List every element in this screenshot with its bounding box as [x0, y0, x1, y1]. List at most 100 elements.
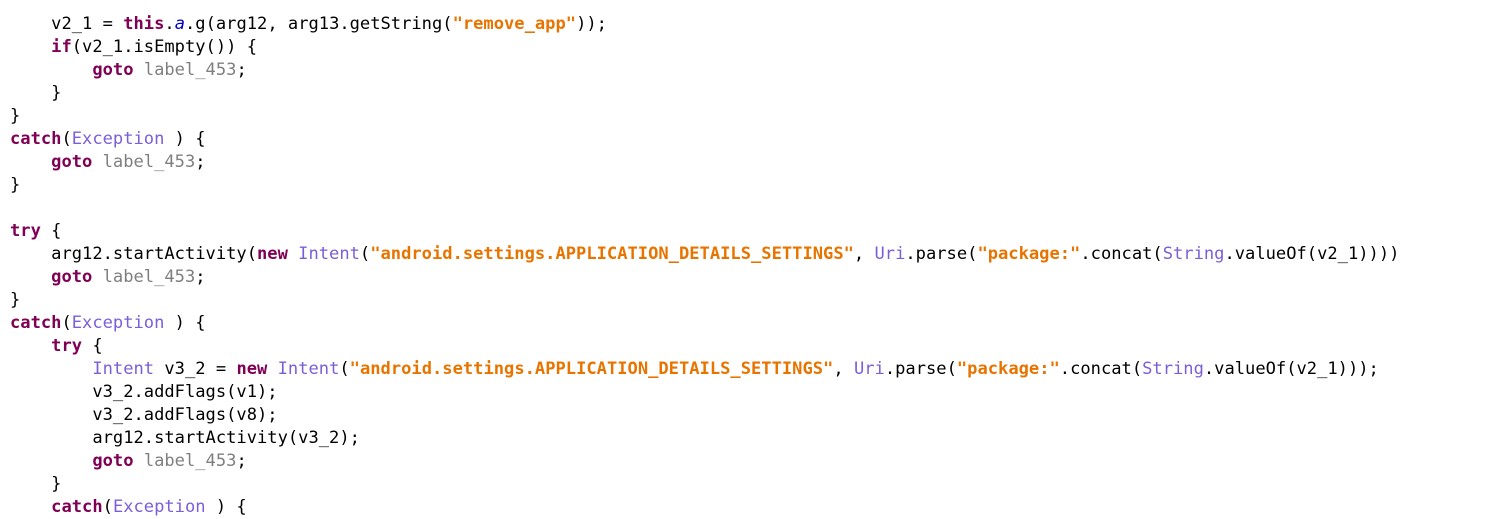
code-token: [267, 359, 277, 379]
code-indent: [10, 14, 51, 34]
code-line: Intent v3_2 = new Intent("android.settin…: [10, 358, 1399, 381]
code-token: .valueOf(v2_1)))): [1224, 244, 1400, 264]
code-token: .concat(: [1080, 244, 1163, 264]
keyword-token: if: [51, 37, 72, 57]
code-token: v3_2 =: [154, 359, 237, 379]
goto-label-token: label_453: [102, 152, 196, 172]
code-line: v3_2.addFlags(v8);: [10, 404, 1399, 427]
code-token: ,: [833, 359, 854, 379]
string-literal-token: "package:": [977, 244, 1081, 264]
code-line: catch(Exception ) {: [10, 312, 1399, 335]
code-indent: [10, 60, 92, 80]
keyword-token: goto: [92, 451, 134, 471]
code-indent: [10, 152, 51, 172]
code-token: ;: [236, 60, 247, 80]
code-indent: [10, 83, 51, 103]
code-indent: [10, 405, 92, 425]
code-line: }: [10, 174, 1399, 197]
goto-label-token: label_453: [102, 267, 196, 287]
code-indent: [10, 474, 51, 494]
type-name-token: Intent: [92, 359, 155, 379]
code-indent: [10, 244, 51, 264]
code-token: (v2_1.isEmpty()) {: [71, 37, 258, 57]
keyword-token: catch: [51, 497, 103, 517]
code-indent: [10, 37, 51, 57]
type-name-token: Uri: [874, 244, 906, 264]
type-name-token: Exception: [71, 129, 165, 149]
type-name-token: String: [1162, 244, 1225, 264]
code-token: (: [359, 244, 371, 264]
keyword-token: catch: [10, 129, 62, 149]
code-line: [10, 197, 1399, 220]
code-token: ;: [195, 152, 206, 172]
code-token: .parse(: [884, 359, 957, 379]
code-token: }: [51, 83, 62, 103]
code-indent: [10, 382, 92, 402]
code-token: v2_1 =: [51, 14, 124, 34]
code-line: try {: [10, 335, 1399, 358]
code-line: goto label_453;: [10, 59, 1399, 82]
code-token: (: [339, 359, 350, 379]
code-line: arg12.startActivity(v3_2);: [10, 427, 1399, 450]
code-token: ));: [576, 14, 607, 34]
code-line: catch(Exception ) {: [10, 128, 1399, 151]
code-token: .valueOf(v2_1)));: [1203, 359, 1379, 379]
code-line: goto label_453;: [10, 151, 1399, 174]
code-token: ,: [853, 244, 875, 264]
type-name-token: Uri: [853, 359, 885, 379]
keyword-token: try: [51, 336, 83, 356]
keyword-token: goto: [51, 152, 93, 172]
code-view[interactable]: v2_1 = this.a.g(arg12, arg13.getString("…: [10, 13, 1399, 519]
code-line: }: [10, 473, 1399, 496]
goto-label-token: label_453: [143, 451, 237, 471]
code-token: arg12.startActivity(v3_2);: [92, 428, 360, 448]
code-token: ;: [236, 451, 247, 471]
string-literal-token: "android.settings.APPLICATION_DETAILS_SE…: [349, 359, 834, 379]
code-line: arg12.startActivity(new Intent("android.…: [10, 243, 1399, 266]
code-line: if(v2_1.isEmpty()) {: [10, 36, 1399, 59]
goto-label-token: label_453: [143, 60, 237, 80]
code-line: goto label_453;: [10, 266, 1399, 289]
code-line: catch(Exception ) {: [10, 496, 1399, 519]
code-token: v3_2.addFlags(v1);: [92, 382, 278, 402]
field-token: a: [174, 14, 185, 34]
code-line: }: [10, 105, 1399, 128]
keyword-token: new: [257, 244, 288, 264]
code-line: }: [10, 289, 1399, 312]
type-name-token: Exception: [71, 313, 165, 333]
code-token: ) {: [164, 129, 206, 149]
code-line: }: [10, 82, 1399, 105]
string-literal-token: "remove_app": [452, 14, 577, 34]
code-indent: [10, 336, 51, 356]
code-token: ) {: [164, 313, 206, 333]
code-token: .: [164, 14, 175, 34]
keyword-token: goto: [51, 267, 93, 287]
code-token: ;: [195, 267, 206, 287]
code-indent: [10, 267, 51, 287]
code-token: [92, 152, 102, 172]
code-token: (: [102, 497, 113, 517]
code-token: }: [10, 290, 21, 310]
code-token: .g(arg12, arg13.getString(: [184, 14, 453, 34]
code-token: .concat(: [1059, 359, 1143, 379]
code-token: }: [10, 106, 21, 126]
type-name-token: Intent: [298, 244, 360, 264]
code-token: {: [40, 221, 62, 241]
code-token: {: [82, 336, 103, 356]
code-token: [134, 451, 144, 471]
code-token: (: [61, 313, 72, 333]
type-name-token: Exception: [112, 497, 206, 517]
type-name-token: Intent: [277, 359, 340, 379]
string-literal-token: "package:": [956, 359, 1060, 379]
type-name-token: String: [1142, 359, 1204, 379]
code-token: [92, 267, 102, 287]
string-literal-token: "android.settings.APPLICATION_DETAILS_SE…: [370, 244, 854, 264]
code-line: v3_2.addFlags(v1);: [10, 381, 1399, 404]
keyword-token: try: [10, 221, 41, 241]
keyword-token: this: [123, 14, 165, 34]
code-token: [134, 60, 144, 80]
code-indent: [10, 497, 51, 517]
code-token: }: [51, 474, 62, 494]
code-token: ) {: [205, 497, 247, 517]
keyword-token: catch: [10, 313, 62, 333]
